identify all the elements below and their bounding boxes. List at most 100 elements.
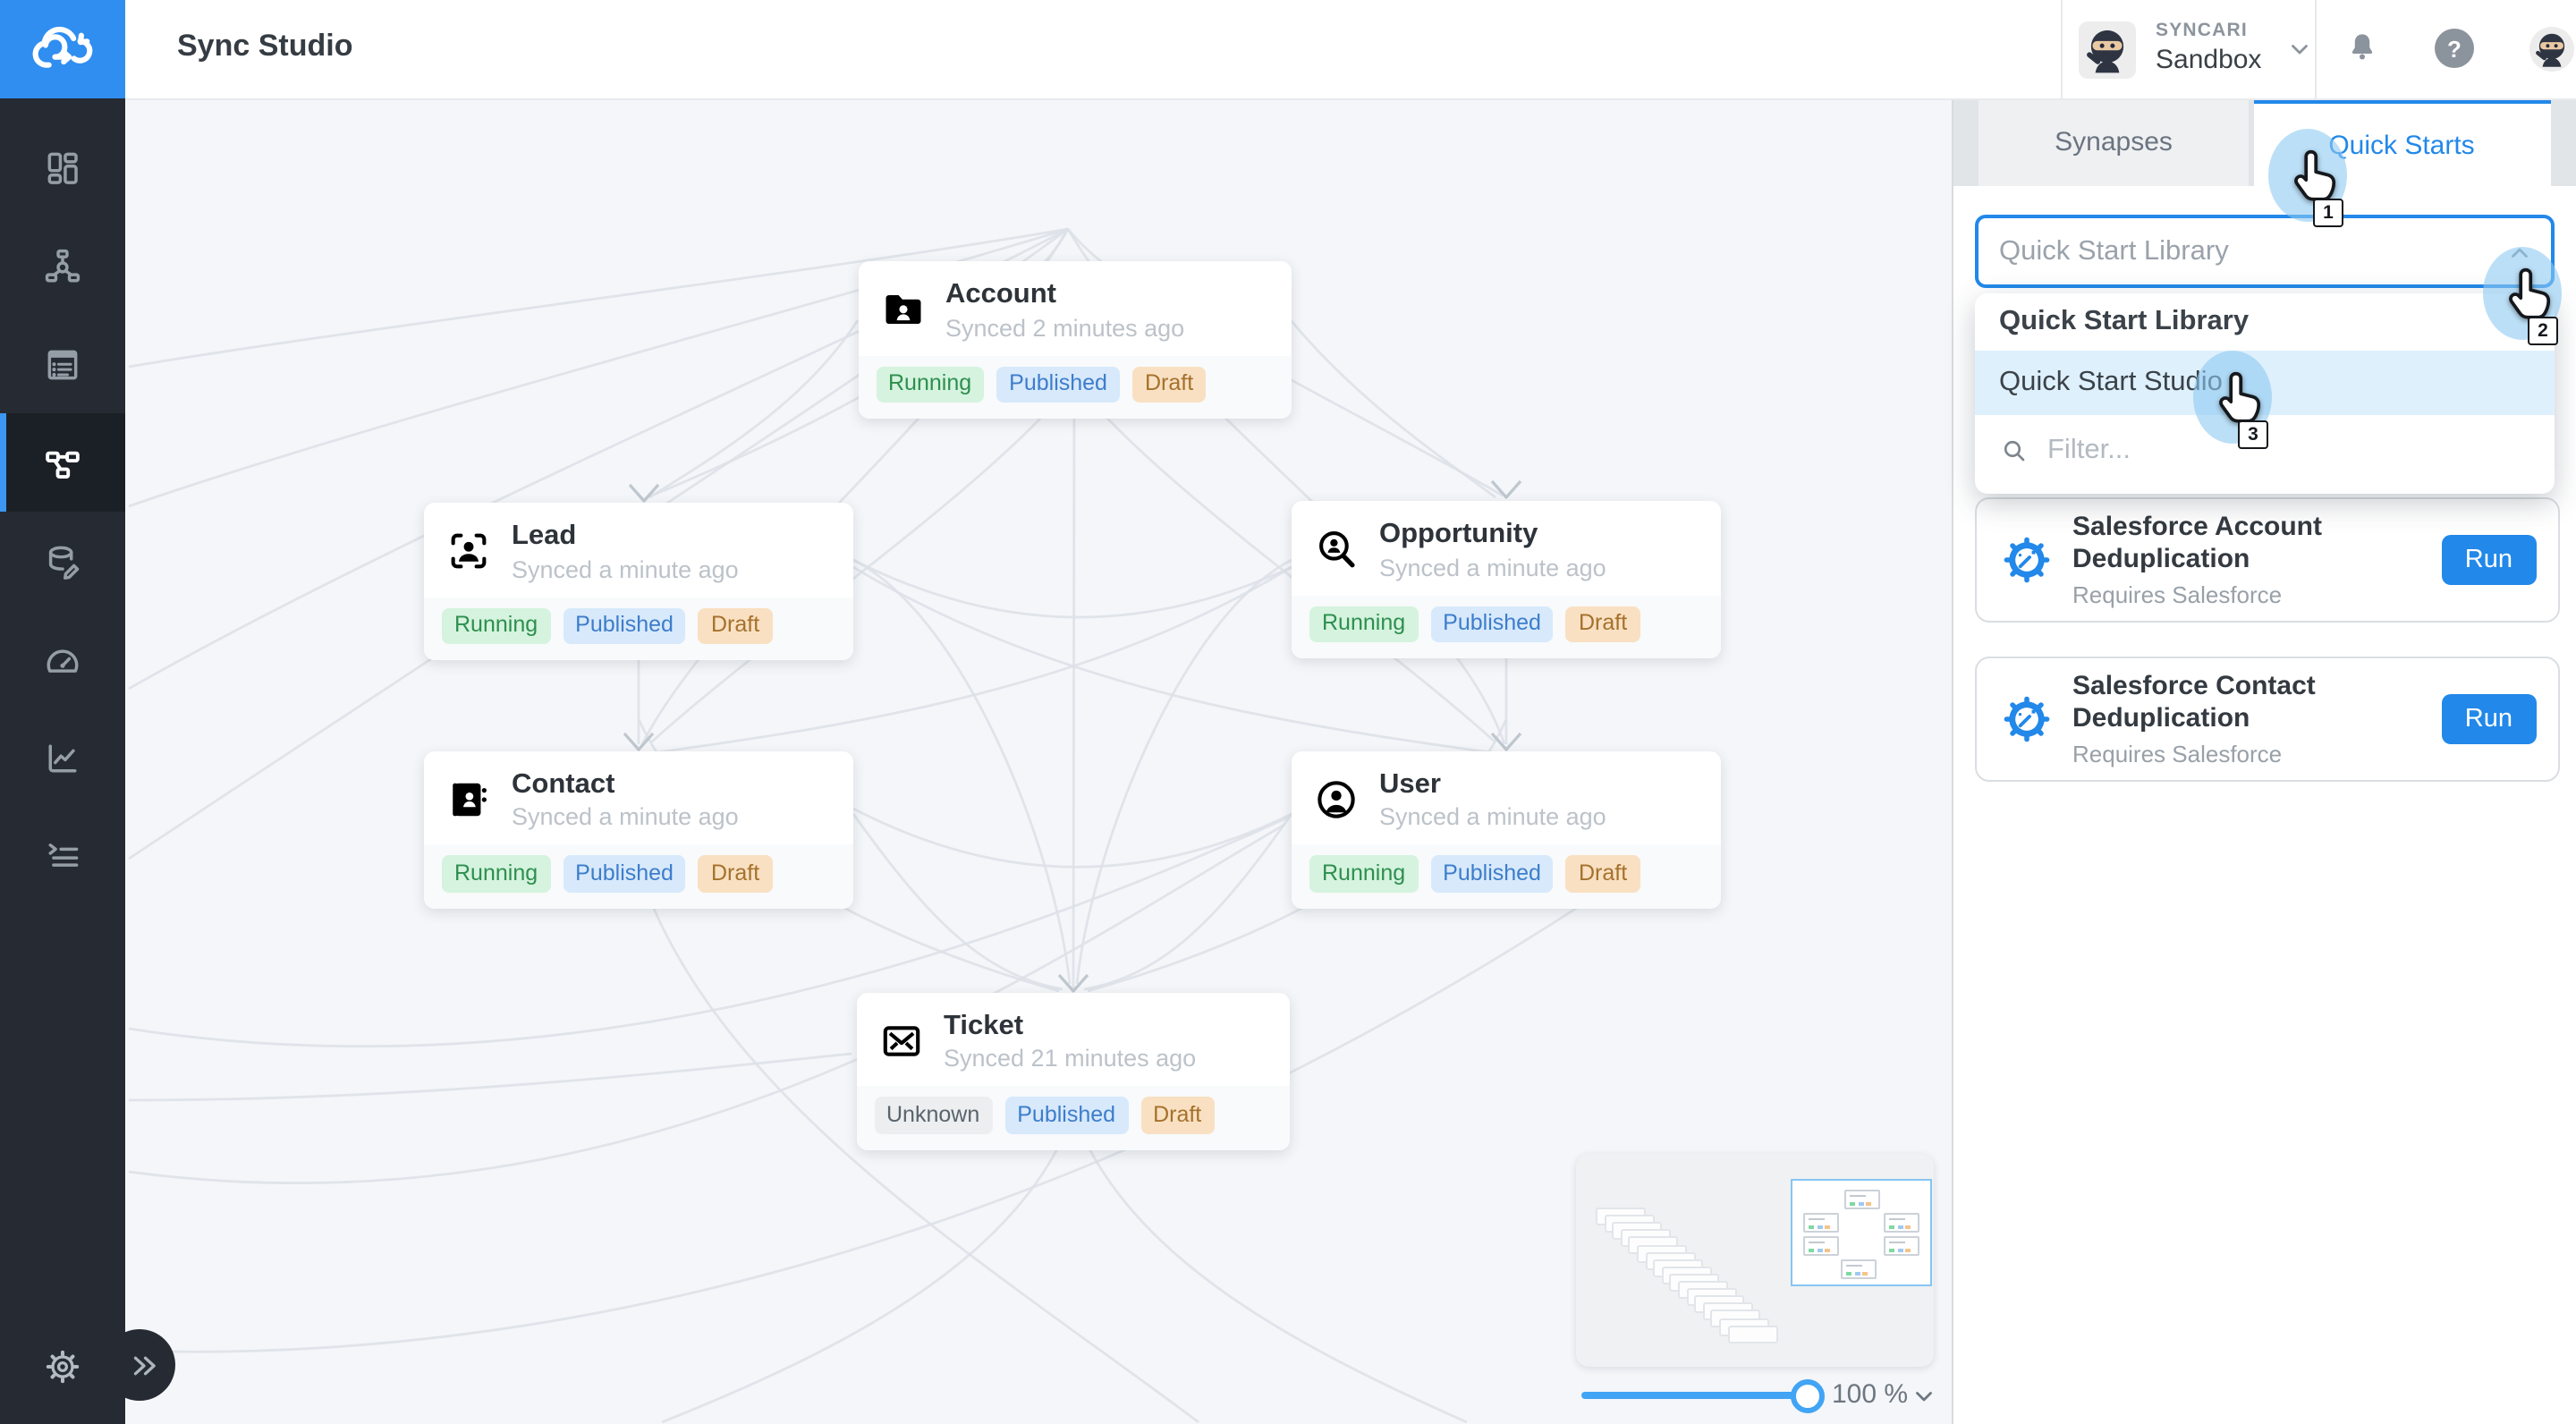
synapses-icon <box>43 246 82 285</box>
gauge-icon <box>43 640 82 679</box>
quick-start-library-select[interactable]: Quick Start Library <box>1974 215 2554 288</box>
filter-input[interactable] <box>2044 433 2462 469</box>
sidebar-item-dashboard[interactable] <box>0 118 125 216</box>
sidebar-item-logs[interactable] <box>0 807 125 905</box>
minimap-viewport[interactable] <box>1791 1179 1932 1286</box>
dropdown-option-quick-start-library[interactable]: Quick Start Library <box>1999 306 2250 336</box>
entity-synced: Synced a minute ago <box>1379 554 1606 581</box>
minimap-node <box>1803 1213 1839 1233</box>
minimap[interactable] <box>1576 1154 1934 1367</box>
analytics-icon <box>43 738 82 777</box>
sidebar-item-settings[interactable] <box>0 1329 125 1404</box>
account-icon <box>879 287 926 334</box>
status-badge: Published <box>1004 1097 1129 1134</box>
sidebar <box>0 98 125 1424</box>
org-avatar <box>2079 21 2136 78</box>
status-badge: Draft <box>1140 1097 1215 1134</box>
minimap-node <box>1841 1259 1877 1279</box>
dropdown-filter-row <box>1974 415 2554 487</box>
zoom-slider-handle[interactable] <box>1791 1379 1825 1413</box>
chevrons-right-icon <box>127 1348 161 1382</box>
user-icon <box>1313 776 1360 823</box>
divider <box>2061 0 2063 98</box>
status-badge: Draft <box>1565 606 1640 643</box>
sidebar-item-data-studio[interactable] <box>0 512 125 610</box>
opportunity-icon <box>1313 527 1360 573</box>
status-badge: Running <box>876 366 985 403</box>
panel-tab-strip: Synapses Quick Starts <box>1953 98 2576 186</box>
chevron-down-icon <box>2286 36 2313 63</box>
status-badge: Running <box>1309 855 1419 893</box>
entity-title: Account <box>945 279 1056 309</box>
zoom-chevron-down-icon[interactable] <box>1911 1383 1937 1410</box>
status-badge: Running <box>442 607 551 645</box>
tab-quick-starts[interactable]: Quick Starts <box>2253 98 2550 186</box>
sidebar-expand-button[interactable] <box>104 1329 175 1401</box>
status-badge: Draft <box>698 855 773 893</box>
status-badge: Published <box>563 607 686 645</box>
quick-start-requirement: Requires Salesforce <box>2072 581 2283 608</box>
sidebar-item-synapses[interactable] <box>0 216 125 315</box>
org-switcher[interactable]: SYNCARI Sandbox <box>2079 0 2313 98</box>
bell-icon[interactable] <box>2345 30 2379 64</box>
status-badge: Published <box>996 366 1120 403</box>
minimap-node <box>1844 1190 1880 1209</box>
sidebar-item-dashboards[interactable] <box>0 610 125 708</box>
select-placeholder: Quick Start Library <box>1999 235 2229 266</box>
logs-icon <box>43 836 82 876</box>
help-icon[interactable]: ? <box>2435 29 2474 68</box>
dropdown-option-quick-start-studio[interactable]: Quick Start Studio <box>1974 351 2554 415</box>
quick-start-title: Salesforce Account Deduplication <box>2072 512 2322 574</box>
contact-icon <box>445 776 492 823</box>
quickstart-gear-icon <box>1999 692 2053 746</box>
run-button[interactable]: Run <box>2441 535 2536 585</box>
status-badge: Published <box>1430 606 1554 643</box>
org-name: Sandbox <box>2156 45 2262 76</box>
minimap-node <box>1884 1236 1919 1256</box>
zoom-slider[interactable] <box>1581 1392 1809 1399</box>
page-title: Sync Studio <box>177 29 353 63</box>
quickstart-gear-icon <box>1999 533 2053 587</box>
entity-synced: Synced a minute ago <box>512 555 739 583</box>
org-label: SYNCARI <box>2156 20 2248 42</box>
sidebar-item-sync-studio[interactable] <box>0 413 125 512</box>
chevron-up-icon[interactable] <box>2505 240 2532 267</box>
tab-synapses[interactable]: Synapses <box>1979 98 2249 186</box>
user-menu[interactable]: Reza <box>2529 0 2576 98</box>
minimap-node <box>1884 1213 1919 1233</box>
entities-icon <box>43 344 82 384</box>
sidebar-nav <box>0 98 125 905</box>
zoom-level: 100 % <box>1832 1379 1909 1410</box>
entity-title: Ticket <box>944 1010 1024 1040</box>
entity-synced: Synced 2 minutes ago <box>945 314 1185 342</box>
run-button[interactable]: Run <box>2441 694 2536 744</box>
search-icon <box>1999 437 2028 465</box>
quick-start-requirement: Requires Salesforce <box>2072 741 2283 767</box>
sync-studio-icon <box>43 443 82 482</box>
status-badge: Running <box>1309 606 1419 643</box>
sidebar-item-insights[interactable] <box>0 708 125 807</box>
sidebar-item-entities[interactable] <box>0 315 125 413</box>
